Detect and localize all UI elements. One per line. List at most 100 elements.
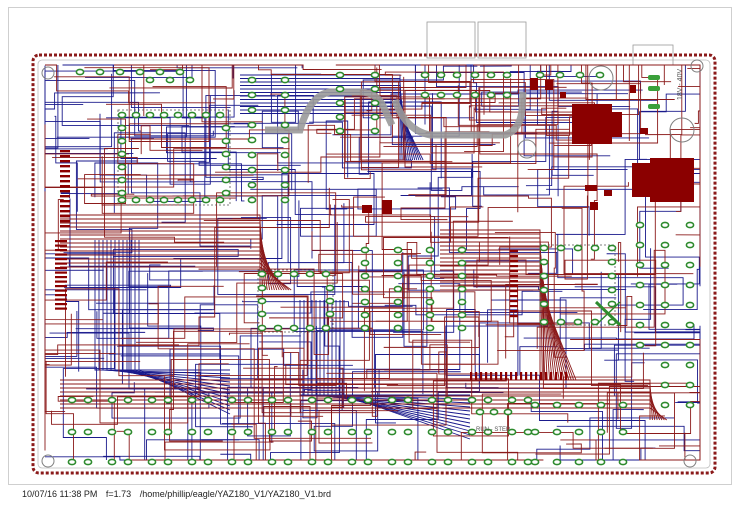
bus-trace (240, 102, 418, 161)
pad (227, 396, 237, 404)
bus-trace (343, 300, 471, 440)
trace (497, 207, 585, 352)
pad (257, 297, 267, 305)
pad (221, 176, 231, 184)
pad (335, 99, 345, 107)
smd-pad (60, 205, 70, 208)
trace (541, 64, 665, 116)
smd-pad (510, 310, 518, 313)
trace (457, 85, 592, 146)
pad (107, 428, 117, 436)
smd-pad (530, 78, 538, 90)
pad (67, 458, 77, 466)
pad (427, 428, 437, 436)
trace (400, 93, 472, 196)
smd-pad (382, 200, 392, 214)
pad (360, 285, 370, 293)
pad (247, 136, 257, 144)
pad (660, 401, 670, 409)
trace (536, 249, 666, 349)
pad (203, 428, 213, 436)
trace (366, 351, 498, 379)
trace (417, 187, 558, 274)
pad (486, 71, 496, 79)
pad (247, 106, 257, 114)
trace (128, 247, 214, 331)
trace (54, 115, 78, 212)
smd-pad (60, 175, 70, 178)
trace (131, 138, 251, 247)
pad (280, 151, 290, 159)
pad (323, 428, 333, 436)
pad (280, 166, 290, 174)
trace (106, 86, 227, 148)
bus-trace (240, 95, 414, 161)
pad (660, 341, 670, 349)
trace (546, 188, 700, 285)
trace (504, 310, 649, 387)
trace (44, 352, 116, 460)
pad (123, 396, 133, 404)
pad (635, 281, 645, 289)
bus-trace (60, 238, 275, 291)
pad (187, 428, 197, 436)
pad (457, 324, 467, 332)
pad (685, 341, 695, 349)
pad (420, 71, 430, 79)
pad (403, 458, 413, 466)
bus-trace (60, 214, 261, 290)
pad (635, 241, 645, 249)
pad (425, 272, 435, 280)
trace (318, 410, 399, 444)
bus-trace (335, 300, 471, 432)
pad (556, 244, 566, 252)
pad (159, 111, 169, 119)
bus-trace (114, 240, 231, 391)
pad (660, 261, 670, 269)
trace (479, 88, 598, 260)
smd-pad (55, 244, 67, 247)
pad (147, 458, 157, 466)
pad (173, 196, 183, 204)
pad (596, 458, 606, 466)
pad (635, 321, 645, 329)
trace (54, 67, 210, 142)
trace (159, 368, 421, 461)
pad (173, 111, 183, 119)
trace (325, 120, 349, 210)
pad (325, 297, 335, 305)
pad (556, 318, 566, 326)
smd-pad (510, 372, 513, 380)
trace (113, 65, 216, 138)
pad (539, 244, 549, 252)
trace (369, 311, 480, 348)
smd-pad (490, 372, 493, 380)
trace (261, 279, 370, 414)
trace (335, 64, 471, 104)
pad (145, 76, 155, 84)
trace (408, 138, 589, 343)
pad (555, 71, 565, 79)
pad (159, 196, 169, 204)
pad (247, 181, 257, 189)
pad (535, 71, 545, 79)
trace (118, 187, 330, 347)
trace (481, 91, 628, 107)
trace (104, 148, 225, 243)
trace (44, 148, 290, 188)
smd-pad (550, 372, 553, 380)
trace (44, 360, 141, 451)
regulator-tab-2 (632, 163, 650, 197)
pad (280, 196, 290, 204)
smd-pad (60, 200, 70, 203)
bus-trace (110, 240, 231, 387)
pad (486, 91, 496, 99)
pad (280, 121, 290, 129)
pad (470, 71, 480, 79)
pad (325, 284, 335, 292)
trace (415, 195, 552, 265)
bus-trace (240, 92, 411, 161)
pad (425, 298, 435, 306)
smd-pad (555, 372, 558, 380)
pad (539, 286, 549, 294)
